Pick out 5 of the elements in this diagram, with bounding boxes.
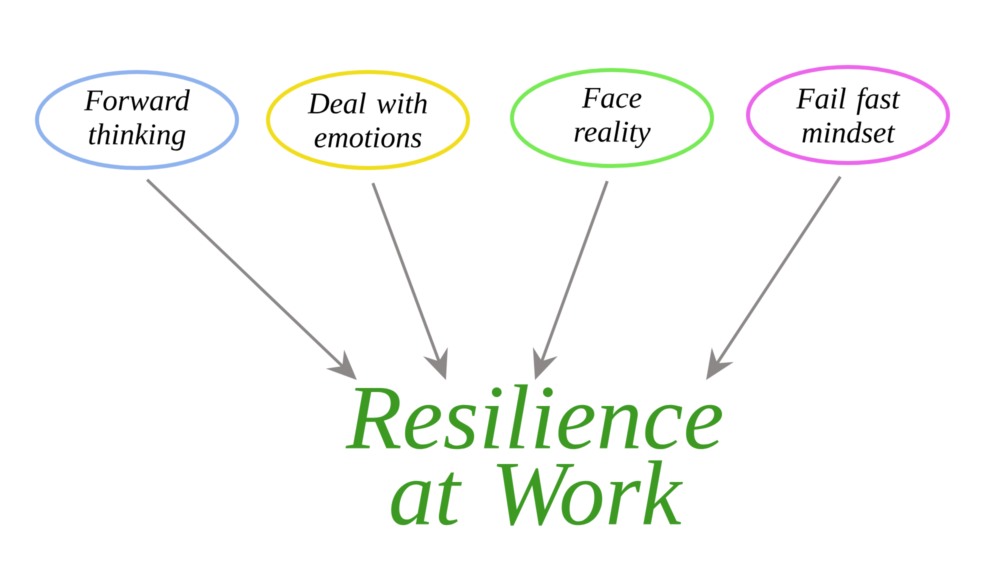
oval-label: Forward thinking [35,70,239,170]
oval-label: Deal with emotions [266,70,470,170]
oval-label: Fail fast mindset [746,65,950,166]
oval-label: Face reality [510,68,714,168]
heading-text: Resilience at Work [346,384,722,526]
